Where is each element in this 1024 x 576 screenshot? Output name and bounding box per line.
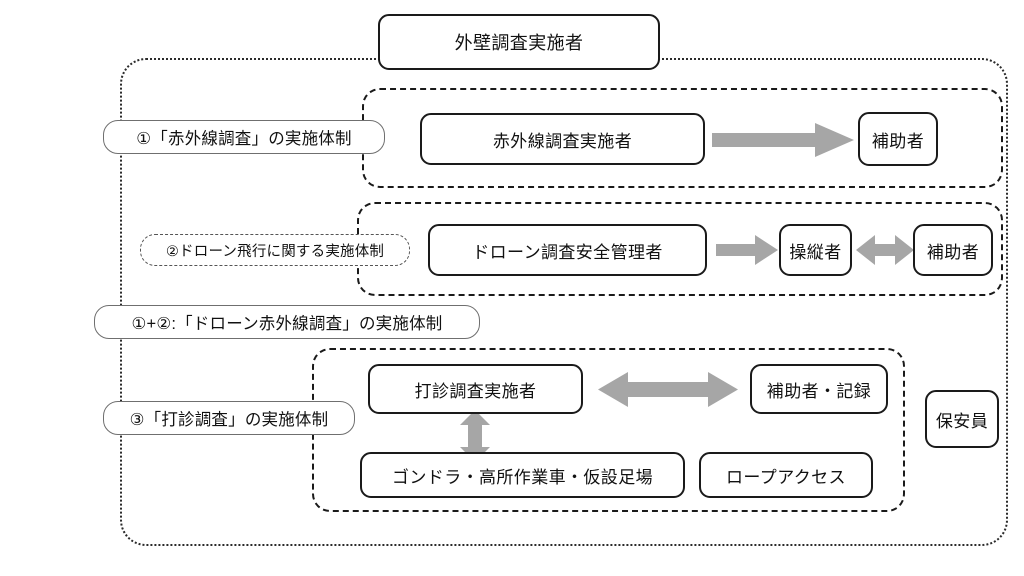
node-gondola-aerial-scaffold-label: ゴンドラ・高所作業車・仮設足場 (392, 467, 653, 487)
node-rope-access[interactable]: ロープアクセス (699, 452, 873, 498)
node-assistant-recorder-label: 補助者・記録 (766, 381, 872, 401)
node-drone-safety-manager[interactable]: ドローン調査安全管理者 (428, 224, 707, 276)
node-drone-safety-manager-label: ドローン調査安全管理者 (472, 242, 663, 262)
node-tapping-inspector[interactable]: 打診調査実施者 (368, 364, 583, 414)
node-infrared-inspector[interactable]: 赤外線調査実施者 (420, 113, 705, 165)
title-box-exterior-wall-inspector[interactable]: 外壁調査実施者 (378, 14, 660, 70)
node-tapping-inspector-label: 打診調査実施者 (414, 381, 537, 401)
node-pilot[interactable]: 操縦者 (779, 224, 852, 276)
section-3-label-text: ③「打診調査」の実施体制 (129, 411, 329, 429)
node-assistant-section2[interactable]: 補助者 (913, 224, 993, 276)
node-security-guard[interactable]: 保安員 (925, 390, 999, 448)
node-assistant-section2-label: 補助者 (926, 242, 980, 262)
arrow-infrared-to-assistant-icon (712, 123, 854, 157)
node-security-guard-label: 保安員 (935, 411, 989, 431)
section-1-label-text: ①「赤外線調査」の実施体制 (136, 130, 352, 148)
section-1-plus-2-pill-label[interactable]: ①+②:「ドローン赤外線調査」の実施体制 (94, 305, 480, 339)
node-assistant-recorder[interactable]: 補助者・記録 (750, 364, 888, 414)
node-assistant-section1[interactable]: 補助者 (858, 112, 938, 166)
section-1-pill-label[interactable]: ①「赤外線調査」の実施体制 (103, 120, 385, 154)
node-rope-access-label: ロープアクセス (726, 467, 846, 487)
node-pilot-label: 操縦者 (789, 242, 842, 262)
node-assistant-section1-label: 補助者 (871, 131, 925, 151)
arrow-manager-to-pilot-icon (716, 235, 778, 265)
arrow-tapping-equipment-icon (460, 410, 490, 462)
section-2-pill-label[interactable]: ②ドローン飛行に関する実施体制 (140, 234, 410, 266)
arrow-tapping-assistant-icon (598, 372, 738, 407)
title-box-label: 外壁調査実施者 (454, 33, 584, 53)
section-1-plus-2-label-text: ①+②:「ドローン赤外線調査」の実施体制 (131, 315, 443, 333)
node-infrared-inspector-label: 赤外線調査実施者 (492, 131, 633, 151)
section-2-label-text: ②ドローン飛行に関する実施体制 (165, 243, 385, 260)
arrow-pilot-assistant-icon (856, 235, 914, 265)
section-3-pill-label[interactable]: ③「打診調査」の実施体制 (103, 401, 355, 435)
node-gondola-aerial-scaffold[interactable]: ゴンドラ・高所作業車・仮設足場 (360, 452, 685, 498)
